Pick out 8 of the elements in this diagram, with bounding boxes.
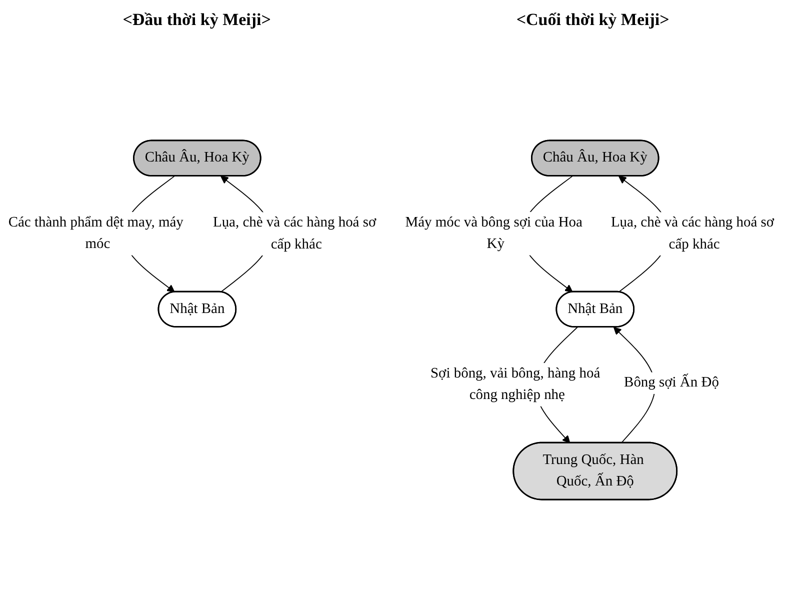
panel-heading: <Cuối thời kỳ Meiji> (516, 10, 670, 30)
edge-label: Lụa, chè và các hàng hoá sơ cấp khác (212, 214, 376, 252)
edge-label: Lụa, chè và các hàng hoá sơ cấp khác (610, 214, 774, 252)
edge-label: Các thành phẩm dệt may, máy móc (8, 214, 184, 252)
panel-heading: <Đầu thời kỳ Meiji> (122, 10, 271, 30)
edge-label: Máy móc và bông sợi của Hoa Kỳ (405, 214, 582, 252)
edge-label: Sợi bông, vải bông, hàng hoá công nghiệp nhẹ (430, 366, 600, 403)
edge-label: Bông sợi Ấn Độ (624, 374, 719, 390)
